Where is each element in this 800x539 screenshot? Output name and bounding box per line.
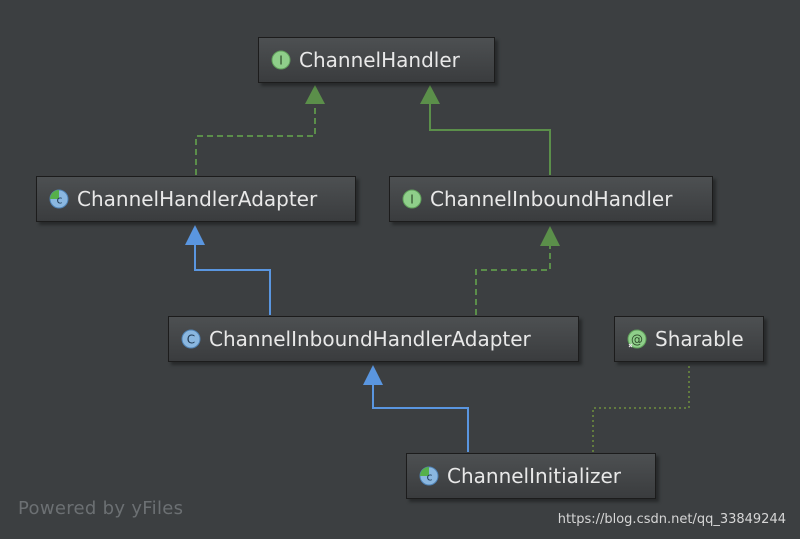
class-icon: C [181,329,201,349]
node-sharable[interactable]: @ Sharable [614,316,764,362]
svg-text:c: c [426,471,432,484]
edge-channelinboundhandleradapter-extends-channelhandleradapter [194,244,271,315]
arrowhead-implements [540,226,560,246]
node-channel-inbound-handler[interactable]: I ChannelInboundHandler [389,176,713,222]
watermark: Powered by yFiles [18,498,184,519]
node-channel-inbound-handler-adapter[interactable]: C ChannelInboundHandlerAdapter [168,316,579,362]
node-channel-handler[interactable]: I ChannelHandler [258,37,495,83]
edge-channelinboundhandleradapter-implements-channelinboundhandler [475,245,551,315]
arrowhead-implements [305,85,325,104]
svg-text:C: C [187,333,195,347]
arrowhead-extends-interface [420,85,440,104]
node-channel-handler-adapter[interactable]: c ChannelHandlerAdapter [36,176,356,222]
source-url: https://blog.csdn.net/qq_33849244 [557,512,786,527]
node-channel-initializer[interactable]: c ChannelInitializer [406,453,656,499]
node-label: ChannelInitializer [447,464,622,488]
edge-channelinitializer-annotated-sharable [592,365,690,452]
arrowhead-extends [185,225,205,245]
abstract-class-icon: c [49,189,69,209]
edge-channelhandleradapter-implements-channelhandler [195,103,316,175]
svg-text:@: @ [631,333,643,347]
node-label: ChannelHandler [299,48,460,72]
annotation-icon: @ [627,329,647,349]
interface-icon: I [271,50,291,70]
edge-channelinitializer-extends-channelinboundhandleradapter [372,384,469,452]
abstract-class-icon: c [419,466,439,486]
node-label: Sharable [655,327,744,351]
arrowhead-extends [363,365,383,385]
node-label: ChannelInboundHandler [430,187,673,211]
node-label: ChannelInboundHandlerAdapter [209,327,531,351]
svg-text:c: c [56,194,62,207]
edge-channelinboundhandler-extends-channelhandler [429,103,551,175]
svg-text:I: I [279,54,283,68]
interface-icon: I [402,189,422,209]
svg-text:I: I [410,193,414,207]
node-label: ChannelHandlerAdapter [77,187,318,211]
